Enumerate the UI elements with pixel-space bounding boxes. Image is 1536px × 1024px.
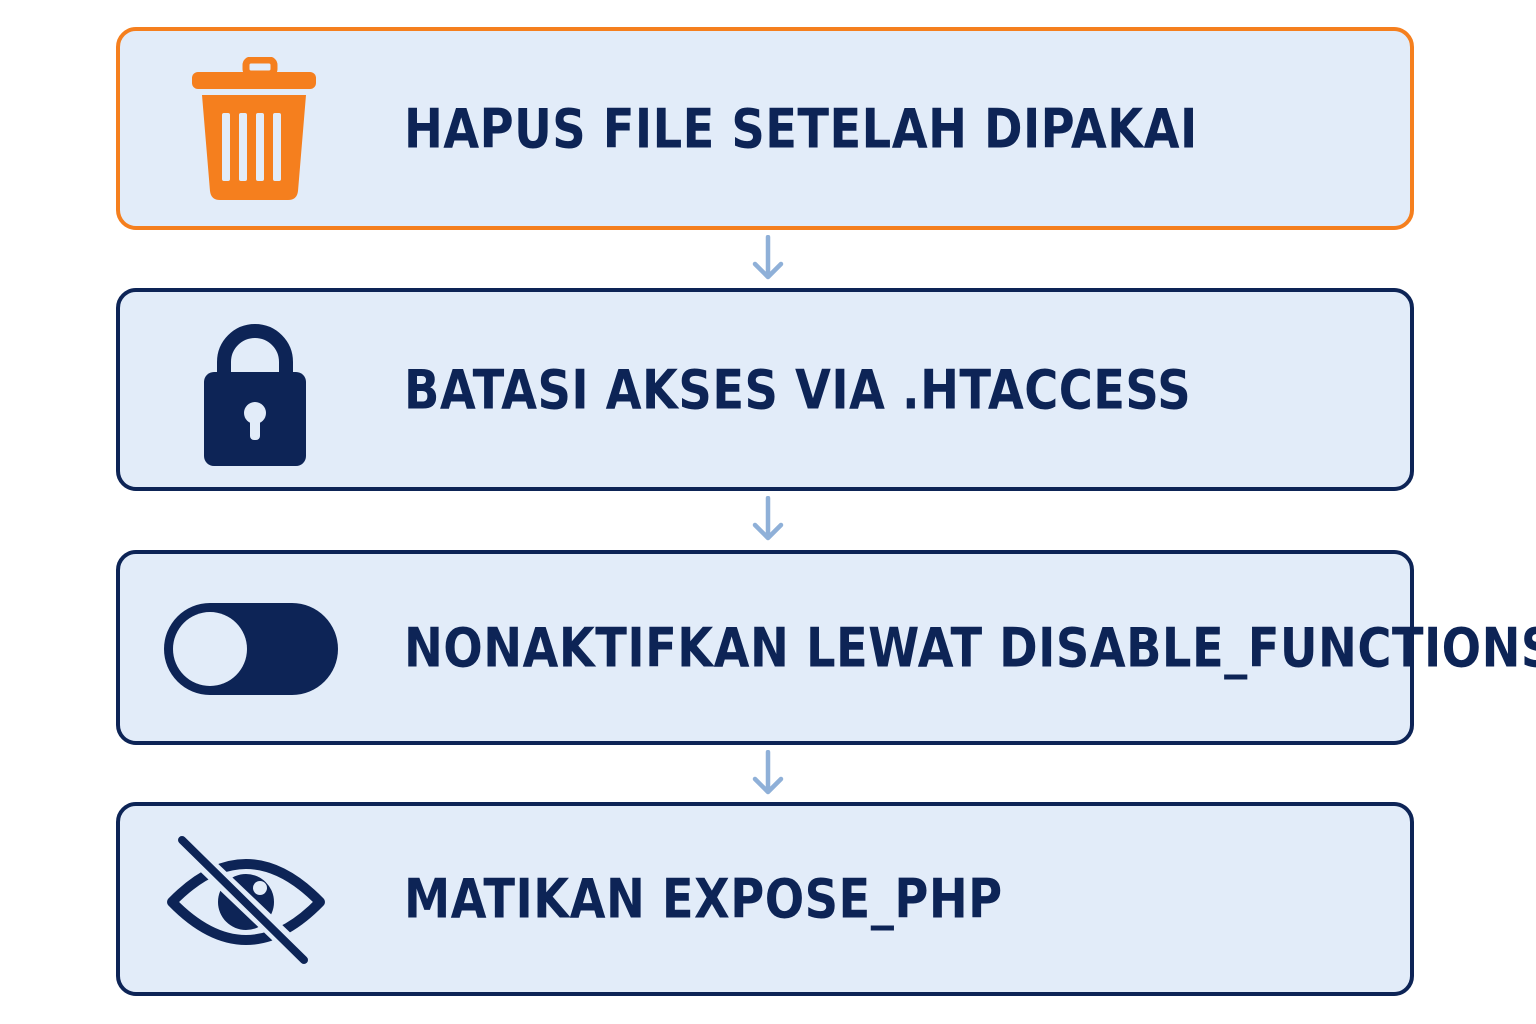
arrow-down-icon xyxy=(752,235,784,280)
step-label: HAPUS FILE SETELAH DIPAKAI xyxy=(404,97,1198,160)
arrow-down-icon xyxy=(752,750,784,795)
arrow-down-icon xyxy=(752,496,784,541)
eye-off-icon xyxy=(167,832,325,968)
step-label: NONAKTIFKAN LEWAT DISABLE_FUNCTIONS xyxy=(404,616,1536,679)
toggle-off-icon xyxy=(164,603,338,695)
step-disable-functions: NONAKTIFKAN LEWAT DISABLE_FUNCTIONS xyxy=(116,550,1536,745)
step-disable-expose-php: MATIKAN EXPOSE_PHP xyxy=(116,802,1414,996)
lock-icon xyxy=(204,324,306,466)
step-label: BATASI AKSES VIA .HTACCESS xyxy=(404,358,1192,421)
step-label: MATIKAN EXPOSE_PHP xyxy=(404,867,1003,931)
trash-icon xyxy=(192,57,316,200)
step-delete-files: HAPUS FILE SETELAH DIPAKAI xyxy=(116,27,1414,230)
step-restrict-htaccess: BATASI AKSES VIA .HTACCESS xyxy=(116,288,1414,491)
